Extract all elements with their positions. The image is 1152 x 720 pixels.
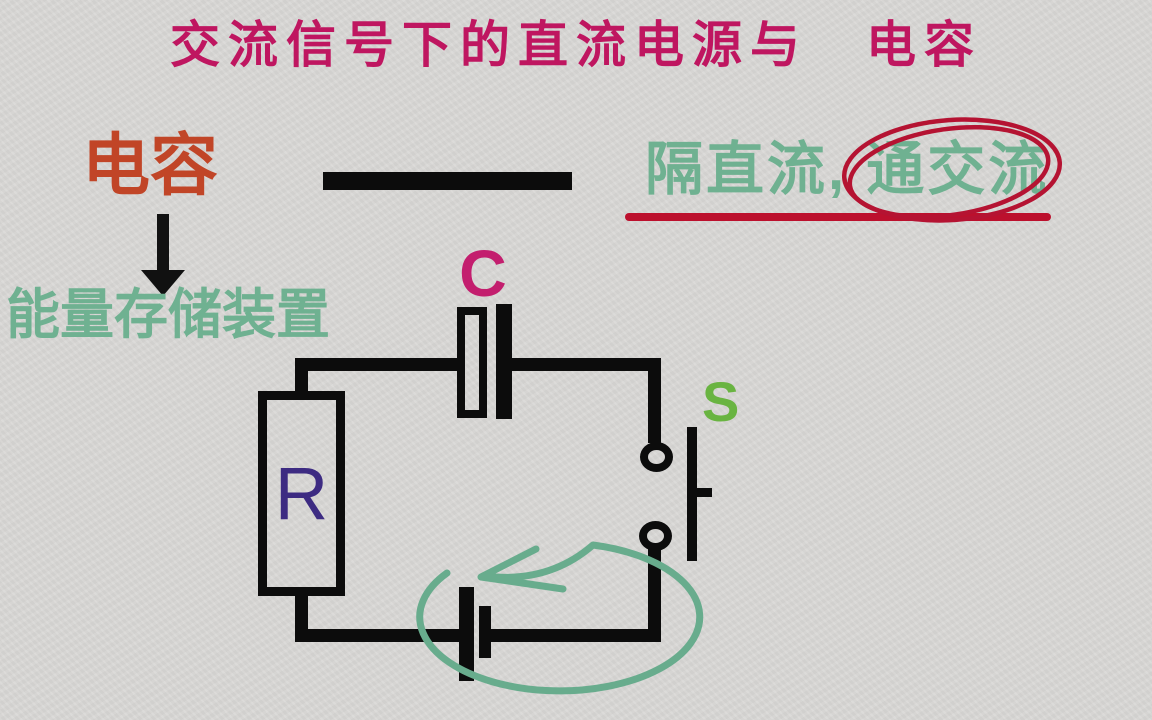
down-arrow-icon: [157, 214, 169, 272]
switch-terminal-bottom: [639, 521, 672, 551]
switch-button-tick: [697, 488, 712, 497]
capacitor-heading: 电容: [82, 128, 219, 204]
battery-plate-short: [479, 606, 491, 658]
battery-plate-long: [459, 587, 474, 681]
property-phrase-circled: 通交流: [866, 137, 1050, 202]
wire-top-left: [295, 358, 463, 371]
wire-right-lower: [648, 548, 661, 642]
capacitor-plate-right: [496, 304, 512, 419]
wire-top-right: [510, 358, 661, 371]
resistor-symbol: R: [258, 391, 345, 596]
definition-text: 能量存储装置: [6, 285, 330, 345]
switch-button-bar: [687, 427, 697, 561]
resistor-label: R: [274, 451, 329, 535]
page-title: 交流信号下的直流电源与 电容: [170, 17, 982, 73]
capacitor-label: C: [459, 236, 507, 310]
down-arrow-head-icon: [141, 270, 185, 296]
wire-bottom-left: [295, 629, 461, 642]
wire-left-upper: [295, 358, 308, 400]
capacitor-plate-left: [457, 307, 487, 418]
property-phrase: 隔直流, 通交流: [645, 138, 1049, 202]
wire-bottom-right: [490, 629, 661, 642]
underline-annotation: [625, 213, 1051, 221]
property-phrase-before: 隔直流,: [645, 137, 867, 202]
wire-right-upper: [648, 358, 661, 443]
switch-terminal-top: [640, 442, 673, 472]
thick-bar-divider: [323, 172, 572, 190]
switch-label: S: [702, 370, 740, 433]
